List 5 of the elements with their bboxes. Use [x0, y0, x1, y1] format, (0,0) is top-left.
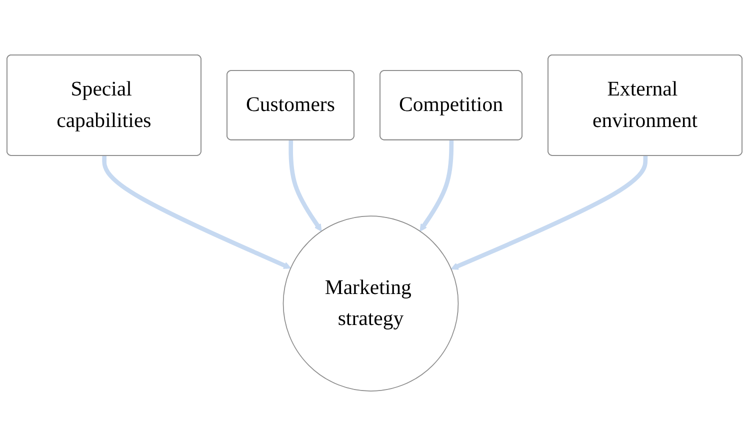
arrow — [450, 156, 648, 270]
arrow — [102, 156, 292, 269]
arrow — [420, 140, 454, 232]
arrow — [288, 140, 322, 232]
node-circle: Marketing strategy — [282, 216, 459, 392]
